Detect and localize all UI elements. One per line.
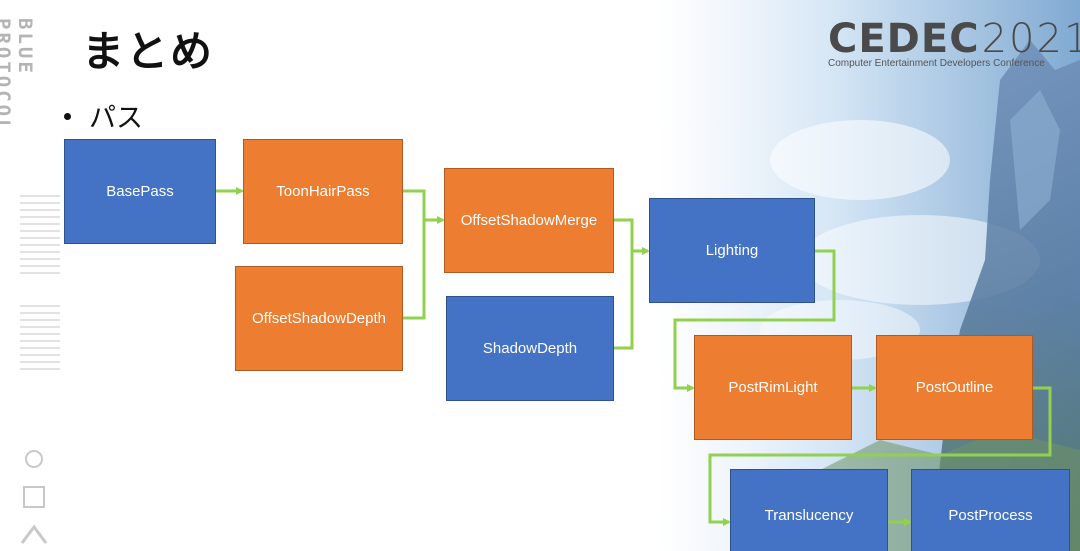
bullet-text: パス <box>89 103 143 134</box>
sidebar-fine-print <box>20 190 60 279</box>
slide-title: まとめ <box>82 27 215 76</box>
node-postprocess: PostProcess <box>911 469 1070 551</box>
conference-logo: CEDEC2021 Computer Entertainment Develop… <box>828 16 1080 69</box>
sidebar-game-logo: BLUE PROTOCOL <box>0 18 36 134</box>
edge-postoutline-translucency <box>708 386 1052 526</box>
node-offsetshadowmerge: OffsetShadowMerge <box>444 168 614 273</box>
conference-name: CEDEC <box>828 16 980 62</box>
node-postrimlight: PostRimLight <box>694 335 852 440</box>
edge-offsetshadowdepth-offsetshadowmerge <box>403 220 426 320</box>
node-translucency: Translucency <box>730 469 888 551</box>
bullet-item: パス <box>64 96 143 135</box>
node-shadowdepth: ShadowDepth <box>446 296 614 401</box>
edge-shadowdepth-lighting <box>614 251 634 350</box>
node-offsetshadowdepth: OffsetShadowDepth <box>235 266 403 371</box>
conference-year: 2021 <box>981 16 1080 62</box>
conference-subtitle: Computer Entertainment Developers Confer… <box>828 58 1045 69</box>
bullet-dot-icon <box>64 113 71 120</box>
sidebar-emblem-icons <box>20 450 48 544</box>
node-toonhairpass: ToonHairPass <box>243 139 403 244</box>
node-basepass: BasePass <box>64 139 216 244</box>
edge-toonhairpass-offsetshadowmerge <box>403 189 445 224</box>
node-postoutline: PostOutline <box>876 335 1033 440</box>
edge-lighting-postrimlight <box>673 249 836 392</box>
edge-offsetshadowmerge-lighting <box>614 218 650 255</box>
node-lighting: Lighting <box>649 198 815 303</box>
sidebar-fine-print-lower <box>20 300 60 375</box>
